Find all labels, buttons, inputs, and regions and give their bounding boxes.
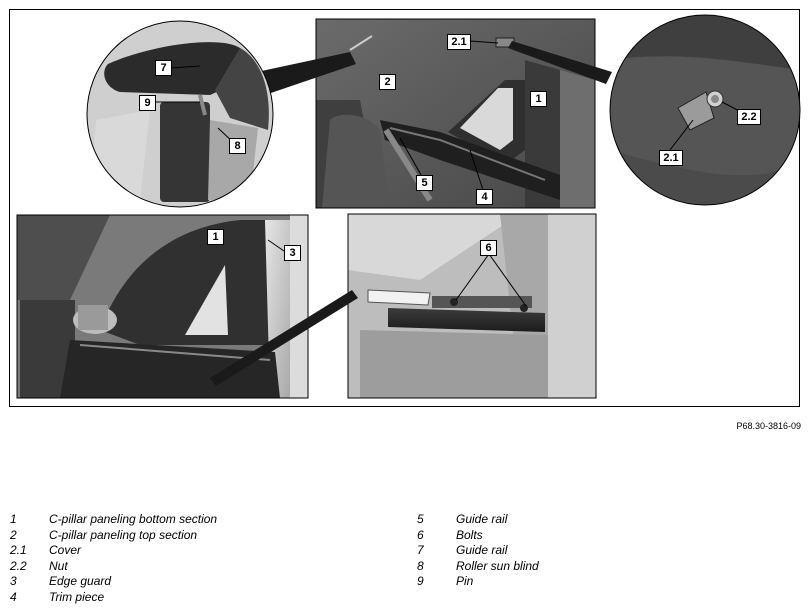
legend-text: Edge guard (49, 574, 112, 589)
legend-text: C-pillar paneling bottom section (49, 512, 218, 526)
illustration (16, 14, 801, 399)
legend-number: 2 (10, 527, 17, 542)
zoom-connector (508, 41, 612, 84)
legend-number: 2.2 (10, 558, 27, 573)
callout-8: 8 (229, 138, 246, 154)
legend-text: Guide rail (456, 543, 508, 558)
callout-2-2-detail: 2.2 (737, 109, 761, 125)
legend-text: Nut (49, 558, 68, 573)
figure-code: P68.30-3816-09 (736, 421, 801, 431)
callout-3: 3 (284, 245, 301, 261)
legend-text: Guide rail (456, 512, 508, 526)
callout-4: 4 (476, 189, 493, 205)
callout-2-1-top: 2.1 (447, 34, 471, 50)
detail-circle-right (610, 15, 800, 205)
legend-text: Cover (49, 543, 82, 558)
callout-7: 7 (155, 60, 172, 76)
callout-9: 9 (139, 95, 156, 111)
legend-number: 6 (417, 527, 424, 542)
legend-text: Trim piece (49, 589, 105, 604)
callout-5: 5 (416, 175, 433, 191)
legend-number: 7 (417, 543, 424, 558)
left-bottom-view (17, 215, 308, 398)
legend-number: 2.1 (10, 543, 27, 558)
legend-text: Pin (456, 574, 474, 589)
legend-number: 8 (417, 558, 424, 573)
bottom-right-view (348, 214, 596, 398)
legend-number: 5 (417, 512, 424, 526)
legend-text: Bolts (456, 527, 483, 542)
legend-number: 9 (417, 574, 424, 589)
callout-2-1-detail: 2.1 (659, 150, 683, 166)
legend-number: 1 (10, 512, 17, 526)
legend-number: 4 (10, 589, 17, 604)
legend-text: C-pillar paneling top section (49, 527, 198, 542)
zoom-connector (210, 290, 358, 386)
callout-6: 6 (480, 240, 497, 256)
callout-2-top: 2 (379, 74, 396, 90)
legend-number: 3 (10, 574, 17, 589)
callout-1-left: 1 (207, 229, 224, 245)
detail-circle-left (87, 21, 273, 207)
legend-text: Roller sun blind (456, 558, 539, 573)
callout-1-top: 1 (530, 91, 547, 107)
leader-lines (154, 40, 748, 307)
